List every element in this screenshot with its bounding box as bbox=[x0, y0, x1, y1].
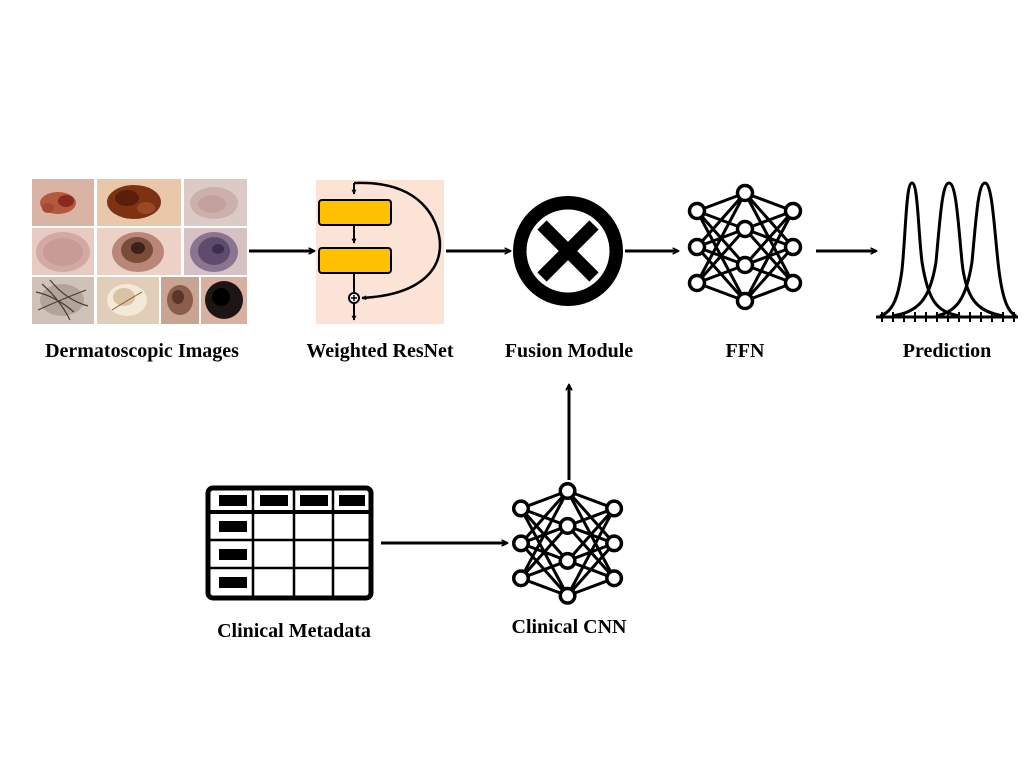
network-node bbox=[558, 551, 577, 570]
network-node bbox=[735, 255, 755, 275]
clinical-metadata-label: Clinical Metadata bbox=[217, 620, 371, 642]
network-edge bbox=[566, 507, 616, 597]
lesion-image-7 bbox=[32, 277, 94, 324]
network-node bbox=[783, 237, 803, 257]
lesion-image-5 bbox=[97, 228, 181, 275]
lesion-image-1 bbox=[32, 179, 94, 226]
network-edge bbox=[519, 490, 569, 580]
distribution-curve-3 bbox=[935, 181, 1017, 318]
distribution-curves-icon bbox=[876, 181, 1018, 322]
distribution-curve-1 bbox=[879, 181, 961, 318]
network-edge bbox=[566, 542, 616, 597]
network-edge bbox=[566, 507, 616, 562]
network-node bbox=[687, 201, 707, 221]
network-node bbox=[511, 499, 531, 518]
residual-block-icon bbox=[316, 180, 444, 324]
fusion-module-label: Fusion Module bbox=[504, 340, 634, 362]
network-node bbox=[558, 481, 577, 501]
ffn-label: FFN bbox=[725, 340, 765, 362]
network-edge bbox=[695, 228, 747, 284]
distribution-axis-ticks bbox=[881, 312, 1015, 322]
lesion-image-6 bbox=[184, 228, 247, 275]
network-node bbox=[687, 237, 707, 257]
resnet-layer-1 bbox=[318, 199, 392, 226]
network-edge bbox=[743, 210, 795, 302]
network-edge bbox=[519, 490, 569, 545]
dermatoscopic-images-label: Dermatoscopic Images bbox=[45, 340, 239, 362]
dermatoscopic-image-grid bbox=[32, 179, 247, 324]
lesion-image-4 bbox=[32, 228, 94, 275]
network-node bbox=[687, 273, 707, 293]
network-edge bbox=[695, 192, 747, 248]
clinical-cnn-label: Clinical CNN bbox=[511, 616, 627, 638]
network-node bbox=[558, 516, 577, 535]
lesion-image-3 bbox=[184, 179, 247, 226]
neural-network-icon bbox=[687, 183, 803, 311]
skip-connection bbox=[353, 181, 442, 301]
prediction-label: Prediction bbox=[902, 340, 992, 362]
lesion-image-10 bbox=[201, 277, 247, 324]
flow-arrows bbox=[249, 251, 876, 543]
weighted-resnet-label: Weighted ResNet bbox=[306, 340, 454, 362]
network-node bbox=[783, 201, 803, 221]
lesion-image-9 bbox=[161, 277, 199, 324]
lesion-image-8 bbox=[97, 277, 159, 324]
network-node bbox=[511, 569, 531, 588]
distribution-curve-2 bbox=[891, 181, 1005, 318]
network-node bbox=[558, 586, 577, 605]
circled-times-icon bbox=[513, 196, 623, 306]
lesion-image-2 bbox=[97, 179, 181, 226]
network-node bbox=[605, 534, 624, 553]
network-node bbox=[735, 183, 755, 203]
network-node bbox=[735, 291, 755, 311]
network-edge bbox=[743, 210, 795, 266]
network-edge bbox=[519, 524, 569, 580]
table-icon bbox=[205, 485, 374, 601]
network-node bbox=[605, 499, 624, 518]
network-node bbox=[783, 273, 803, 293]
network-edge bbox=[695, 192, 747, 284]
network-edge bbox=[743, 246, 795, 302]
network-node bbox=[605, 569, 624, 588]
resnet-layer-2 bbox=[318, 247, 392, 274]
neural-network-icon bbox=[511, 481, 624, 605]
network-node bbox=[735, 219, 755, 239]
network-node bbox=[511, 534, 531, 553]
